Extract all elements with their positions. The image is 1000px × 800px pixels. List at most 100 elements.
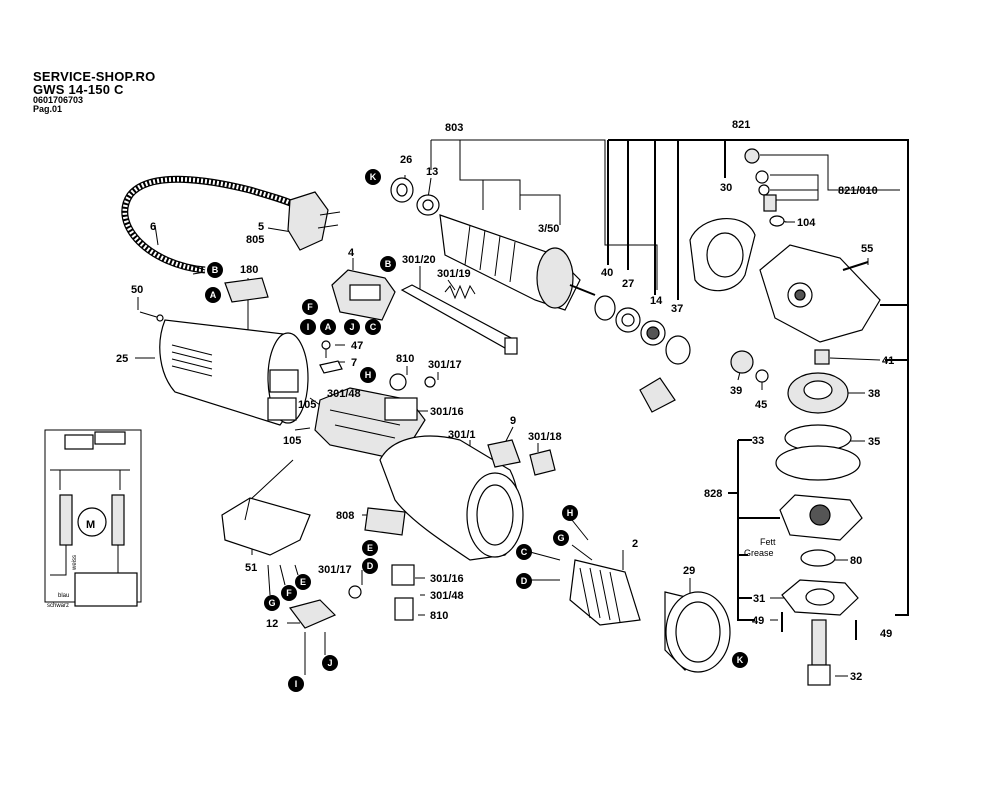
label-51: 51	[245, 562, 257, 574]
svg-text:J: J	[327, 658, 332, 668]
nut-45	[755, 369, 769, 383]
label-2: 2	[632, 538, 638, 550]
label-47: 47	[351, 340, 363, 352]
svg-text:B: B	[385, 259, 392, 269]
badge-j-brush: J	[344, 319, 360, 335]
label-301-17-top: 301/17	[428, 359, 462, 371]
svg-text:E: E	[367, 543, 373, 553]
badge-a-cord: A	[205, 287, 221, 303]
ring-37	[665, 335, 691, 365]
label-301-16-top: 301/16	[430, 406, 464, 418]
svg-text:I: I	[307, 322, 310, 332]
bracket-821	[607, 139, 909, 616]
svg-text:H: H	[365, 370, 372, 380]
bracket-828	[728, 439, 780, 621]
spindle	[807, 619, 831, 686]
switch-module-bottom	[348, 564, 415, 621]
svg-text:D: D	[521, 576, 528, 586]
protection-cap-30	[689, 218, 756, 292]
badge-k-top: K	[365, 169, 381, 185]
armature	[439, 214, 596, 311]
label-104: 104	[797, 217, 816, 229]
wiring-schematic	[44, 429, 142, 607]
label-14: 14	[650, 295, 663, 307]
label-3-50: 3/50	[538, 223, 559, 235]
label-12: 12	[266, 618, 278, 630]
svg-text:I: I	[295, 679, 298, 689]
label-180: 180	[240, 264, 258, 276]
badge-j-capacitor: J	[322, 655, 338, 671]
spring	[444, 284, 476, 300]
motor-housing	[159, 319, 309, 426]
capacitor	[288, 599, 337, 629]
label-301-1: 301/1	[448, 429, 476, 441]
label-40: 40	[601, 267, 613, 279]
badge-i-capacitor: I	[288, 676, 304, 692]
bevel-gear	[787, 372, 849, 414]
badge-i-brush: I	[300, 319, 316, 335]
badge-b-cord: B	[207, 262, 223, 278]
label-13: 13	[426, 166, 438, 178]
label-26: 26	[400, 154, 412, 166]
label-49-right: 49	[880, 628, 892, 640]
svg-text:A: A	[210, 290, 217, 300]
label-32: 32	[850, 671, 862, 683]
badge-e-switch: E	[362, 540, 378, 556]
svg-text:D: D	[367, 561, 374, 571]
label-9: 9	[510, 415, 516, 427]
svg-text:C: C	[521, 547, 528, 557]
label-49-left: 49	[752, 615, 764, 627]
wire-label-black: schwarz	[47, 603, 69, 609]
badge-g-module: G	[264, 595, 280, 611]
label-41: 41	[882, 355, 894, 367]
switch-module-top	[384, 373, 436, 421]
label-808: 808	[336, 510, 354, 522]
bearing-14	[640, 320, 666, 346]
badge-d-switch: D	[362, 558, 378, 574]
label-25: 25	[116, 353, 128, 365]
screw-55	[842, 261, 869, 271]
screw-50	[139, 311, 164, 322]
screw-47	[321, 340, 331, 358]
label-grease: Grease	[744, 548, 774, 558]
svg-text:K: K	[370, 172, 377, 182]
label-7: 7	[351, 357, 357, 369]
label-4: 4	[348, 247, 355, 259]
badge-c-brush: C	[365, 319, 381, 335]
wire-label-white: weiss	[72, 555, 78, 571]
label-810-top: 810	[396, 353, 414, 365]
bearing-sleeve	[639, 377, 676, 413]
label-37: 37	[671, 303, 683, 315]
label-301-17-bottom: 301/17	[318, 564, 352, 576]
wheel-guard	[664, 591, 731, 673]
field-coil	[569, 559, 641, 626]
part-number-labels: 803 821 821/010 26 13 3/50 40 27 14 37 3…	[47, 119, 894, 683]
lock-button-parts	[744, 148, 785, 227]
svg-text:J: J	[349, 322, 354, 332]
bushing-41	[814, 349, 830, 365]
label-38: 38	[868, 388, 880, 400]
bearing-13	[416, 194, 440, 216]
svg-text:F: F	[286, 588, 292, 598]
gear-head	[759, 244, 881, 343]
label-30: 30	[720, 182, 732, 194]
title-block: SERVICE-SHOP.RO GWS 14-150 C 0601706703 …	[33, 70, 155, 114]
electronics-module	[221, 497, 311, 556]
clip-7	[319, 360, 343, 374]
label-45: 45	[755, 399, 767, 411]
motor-symbol-label: M	[86, 519, 95, 531]
switch-button	[529, 449, 556, 476]
pinion-39	[730, 350, 754, 374]
wire-label-blue: blau	[58, 593, 69, 599]
ring-27	[615, 307, 641, 333]
label-plate-9	[487, 439, 521, 468]
handle-housing	[379, 435, 524, 561]
label-805: 805	[246, 234, 264, 246]
badge-a-brush: A	[320, 319, 336, 335]
svg-text:C: C	[370, 322, 377, 332]
svg-text:E: E	[300, 577, 306, 587]
site-name: SERVICE-SHOP.RO	[33, 69, 156, 84]
label-fett: Fett	[760, 537, 776, 547]
badge-f-module: F	[281, 585, 297, 601]
badge-f-brush: F	[302, 299, 318, 315]
